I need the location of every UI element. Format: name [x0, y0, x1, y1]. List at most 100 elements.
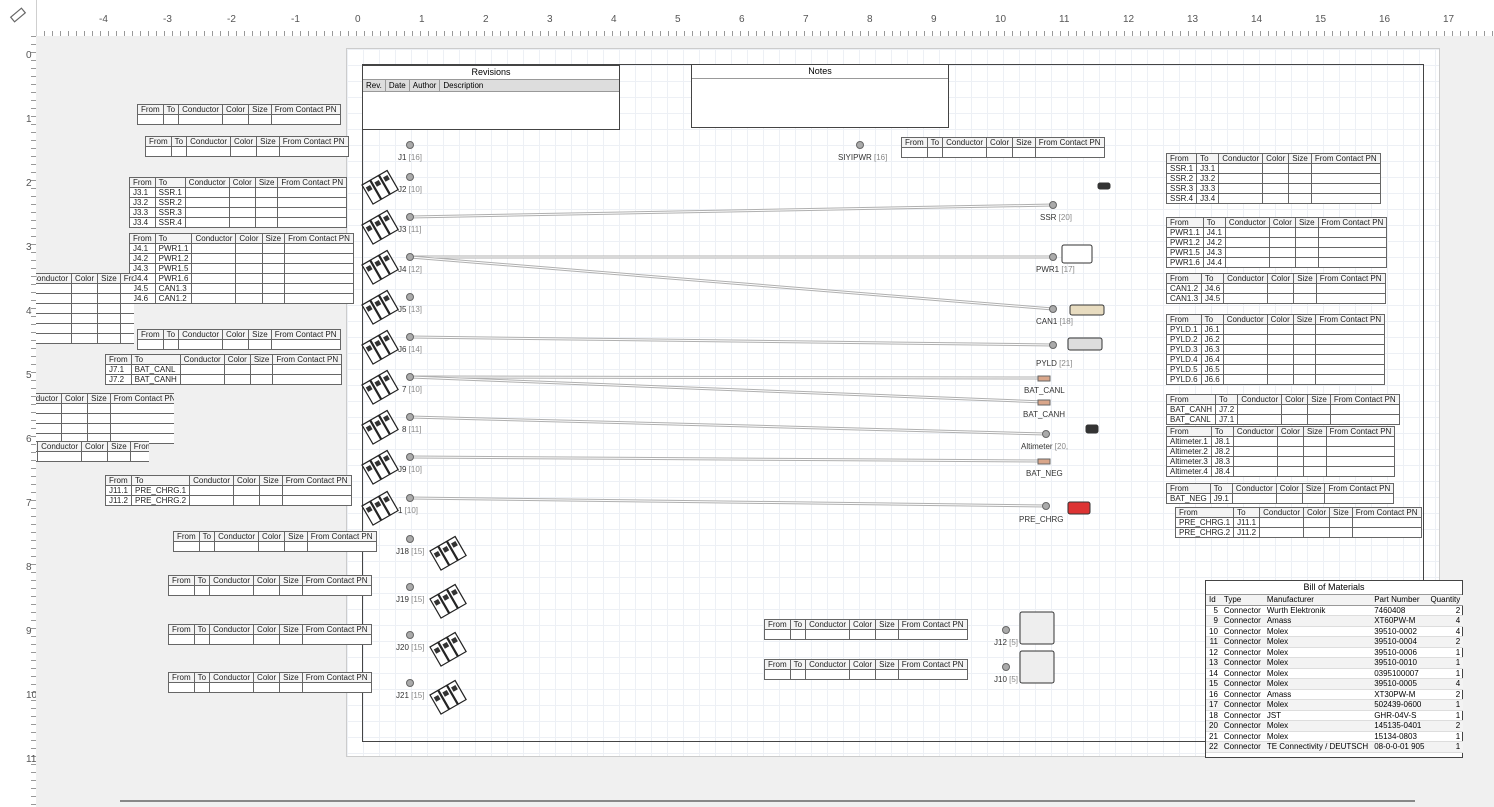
- connector-housing-icon[interactable]: [429, 535, 467, 571]
- ruler-corner[interactable]: [0, 0, 36, 36]
- connector-housing-icon[interactable]: [361, 449, 399, 485]
- connector-label[interactable]: J12 [5]: [994, 638, 1018, 647]
- connector-label[interactable]: BAT_NEG: [1026, 469, 1063, 478]
- connector-label[interactable]: J3 [11]: [398, 225, 421, 234]
- connector-label[interactable]: PYLD [21]: [1036, 359, 1072, 368]
- can1-connector-icon[interactable]: [1069, 304, 1105, 316]
- connector-pin-dot[interactable]: [406, 173, 414, 181]
- connector-pin-dot[interactable]: [406, 333, 414, 341]
- connector-label[interactable]: J10 [5]: [994, 675, 1018, 684]
- connector-label[interactable]: 7 [10]: [402, 385, 422, 394]
- connector-housing-icon[interactable]: [429, 679, 467, 715]
- connector-label[interactable]: BAT_CANL: [1024, 386, 1065, 395]
- connector-label[interactable]: CAN1 [18]: [1036, 317, 1073, 326]
- connector-housing-icon[interactable]: [361, 169, 399, 205]
- connector-pin-dot[interactable]: [406, 679, 414, 687]
- connector-housing-icon[interactable]: [429, 631, 467, 667]
- connector-label[interactable]: J2 [10]: [398, 185, 422, 194]
- connector-pin-dot[interactable]: [856, 141, 864, 149]
- connector-pin-dot[interactable]: [406, 631, 414, 639]
- connector-label[interactable]: J20 [15]: [396, 643, 424, 652]
- pwr1-connector-icon[interactable]: [1061, 244, 1093, 264]
- connector-pin-dot[interactable]: [1042, 430, 1050, 438]
- connector-housing-icon[interactable]: [361, 209, 399, 245]
- horizontal-scrollbar[interactable]: [120, 800, 1415, 802]
- connector-pin-dot[interactable]: [406, 453, 414, 461]
- connector-pin-dot[interactable]: [1049, 253, 1057, 261]
- j12-module-icon[interactable]: [1019, 611, 1055, 645]
- altimeter-cable-icon[interactable]: [1085, 424, 1099, 434]
- connector-pin-dot[interactable]: [406, 413, 414, 421]
- connector-pin-dot[interactable]: [1042, 502, 1050, 510]
- connector-label[interactable]: J21 [15]: [396, 691, 424, 700]
- connector-housing-icon[interactable]: [361, 249, 399, 285]
- terminal-icon[interactable]: [1037, 375, 1051, 382]
- connector-pin-dot[interactable]: [406, 583, 414, 591]
- connector-housing-icon[interactable]: [361, 409, 399, 445]
- connector-pin-dot[interactable]: [406, 213, 414, 221]
- connector-label[interactable]: J6 [14]: [398, 345, 422, 354]
- terminal-icon[interactable]: [1037, 458, 1051, 465]
- connector-pin-dot[interactable]: [406, 141, 414, 149]
- connector-label[interactable]: J1 [16]: [398, 153, 422, 162]
- connector-label[interactable]: SSR [20]: [1040, 213, 1072, 222]
- connector-pin-dot[interactable]: [1049, 201, 1057, 209]
- connector-label[interactable]: J9 [10]: [398, 465, 422, 474]
- connector-pin-dot[interactable]: [1002, 626, 1010, 634]
- connector-label[interactable]: J4 [12]: [398, 265, 422, 274]
- connector-housing-icon[interactable]: [361, 329, 399, 365]
- connector-label[interactable]: Altimeter [20,: [1021, 442, 1068, 451]
- connector-housing-icon[interactable]: [361, 289, 399, 325]
- j10-module-icon[interactable]: [1019, 650, 1055, 684]
- connector-pin-dot[interactable]: [406, 373, 414, 381]
- connector-label[interactable]: J5 [13]: [398, 305, 422, 314]
- connector-pin-dot[interactable]: [406, 494, 414, 502]
- connector-pin-dot[interactable]: [1002, 663, 1010, 671]
- connector-label[interactable]: J18 [15]: [396, 547, 424, 556]
- connector-pin-dot[interactable]: [406, 535, 414, 543]
- ssr-cable-icon[interactable]: [1097, 182, 1111, 190]
- terminal-icon[interactable]: [1037, 399, 1051, 406]
- connector-pin-dot[interactable]: [406, 293, 414, 301]
- connector-label[interactable]: PRE_CHRG: [1019, 515, 1063, 524]
- connector-label[interactable]: SIYIPWR [16]: [838, 153, 887, 162]
- connector-housing-icon[interactable]: [361, 369, 399, 405]
- connector-label[interactable]: J19 [15]: [396, 595, 424, 604]
- connector-label[interactable]: 1 [10]: [398, 506, 418, 515]
- connector-label[interactable]: 8 [11]: [402, 425, 421, 434]
- connector-pin-dot[interactable]: [406, 253, 414, 261]
- connector-label[interactable]: BAT_CANH: [1023, 410, 1065, 419]
- pre-chrg-switch-icon[interactable]: [1067, 501, 1091, 515]
- connector-pin-dot[interactable]: [1049, 341, 1057, 349]
- connector-pin-dot[interactable]: [1049, 305, 1057, 313]
- connector-label[interactable]: PWR1 [17]: [1036, 265, 1075, 274]
- connector-housing-icon[interactable]: [361, 490, 399, 526]
- connector-housing-icon[interactable]: [429, 583, 467, 619]
- pyld-connector-icon[interactable]: [1067, 337, 1103, 351]
